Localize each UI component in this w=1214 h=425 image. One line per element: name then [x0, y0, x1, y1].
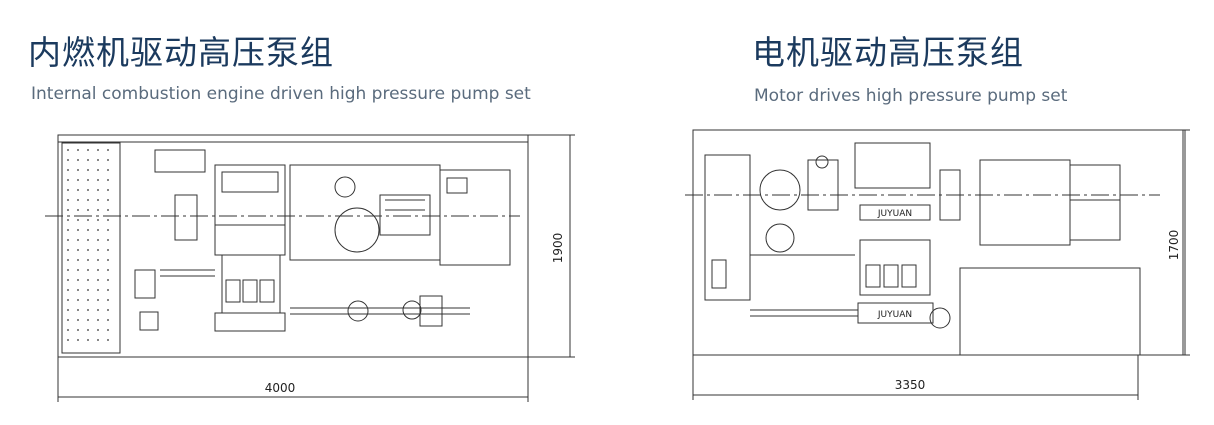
brand-lower-label: JUYUAN — [877, 310, 912, 320]
motor-labels: JUYUAN JUYUAN 3350 1700 — [877, 209, 1181, 392]
brand-plate-lower — [857, 302, 934, 324]
filter — [759, 169, 801, 211]
engine-dimension-labels: 4000 1900 — [265, 233, 565, 395]
motor-pump-title-zh: 电机驱动高压泵组 — [752, 33, 1024, 72]
motor-pump-drawing — [685, 129, 1190, 400]
engine-pump-panel: 内燃机驱动高压泵组 Internal combustion engine dri… — [0, 0, 600, 425]
tank — [959, 267, 1141, 356]
motor-length-label: 3350 — [895, 378, 926, 392]
motor-pump-title-en: Motor drives high pressure pump set — [754, 86, 1068, 106]
brand-upper-label: JUYUAN — [877, 209, 912, 219]
engine-pump-drawing — [45, 134, 575, 402]
motor-skid-frame — [692, 129, 1184, 356]
control-cabinet — [704, 154, 751, 301]
pump-crankcase — [859, 239, 931, 296]
perforated-dots — [67, 149, 109, 341]
brand-plate-upper — [859, 204, 931, 221]
outlet-valve — [929, 307, 951, 329]
valve — [347, 300, 369, 322]
engine-height-label: 1900 — [551, 233, 565, 264]
motor-height-label: 1700 — [1167, 230, 1181, 261]
engine-skid-frame — [57, 134, 529, 358]
motor-pump-panel: 电机驱动高压泵组 Motor drives high pressure pump… — [600, 0, 1214, 425]
radiator — [439, 169, 511, 266]
engine-pump-title-en: Internal combustion engine driven high p… — [31, 84, 531, 104]
pump-head — [854, 142, 931, 189]
engine-length-label: 4000 — [265, 381, 296, 395]
engine-flywheel — [334, 207, 380, 253]
perforated-panel — [61, 142, 121, 354]
engine-pump-title-zh: 内燃机驱动高压泵组 — [28, 33, 334, 72]
